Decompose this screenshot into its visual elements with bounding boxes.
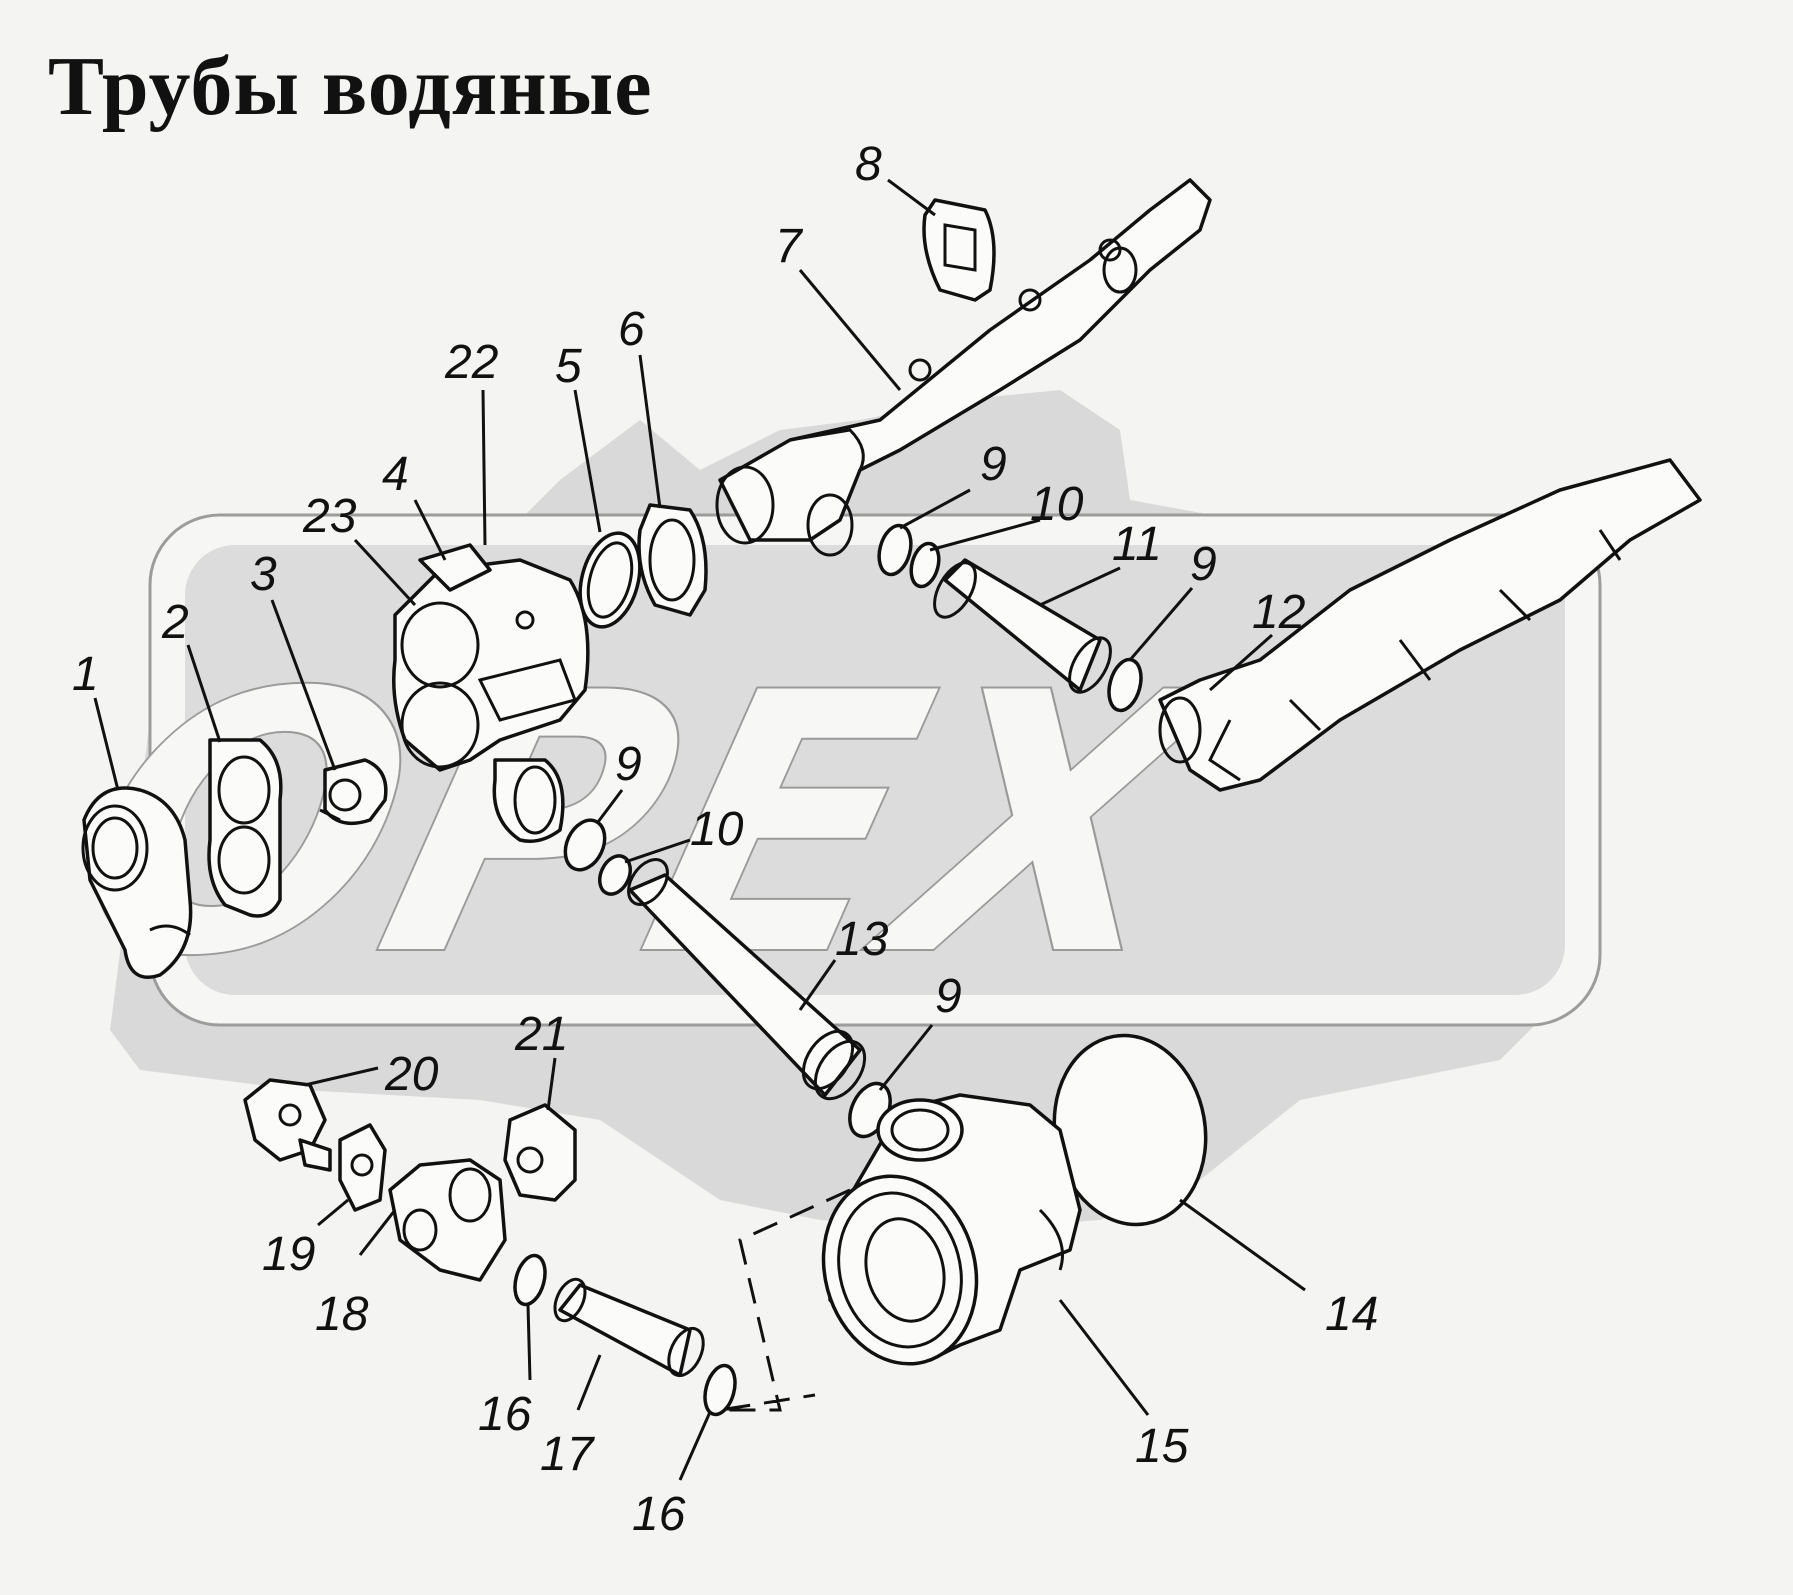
callout-20: 20 <box>384 1048 439 1101</box>
part-21-gasket <box>503 1103 577 1202</box>
part-12-water-manifold-right <box>1158 458 1702 792</box>
part-11-connecting-tube <box>933 558 1112 694</box>
callout-22: 22 <box>444 336 498 389</box>
callout-9a: 9 <box>980 438 1007 491</box>
callout-10a: 10 <box>1030 478 1084 531</box>
part-5-seal-ring <box>578 531 642 629</box>
callout-10b: 10 <box>690 803 744 856</box>
page-title: Трубы водяные <box>48 40 653 133</box>
callout-21: 21 <box>514 1008 568 1061</box>
callout-9b: 9 <box>1190 538 1217 591</box>
callout-14: 14 <box>1325 1288 1378 1341</box>
callout-13: 13 <box>835 913 889 966</box>
part-8-gasket <box>922 198 996 302</box>
callout-15: 15 <box>1135 1420 1189 1473</box>
callout-17: 17 <box>540 1428 596 1481</box>
callout-7: 7 <box>775 220 804 273</box>
callout-labels: 1 2 3 4 5 6 7 8 9 10 11 9 12 9 10 13 9 1… <box>72 138 1378 1541</box>
callout-9c: 9 <box>615 738 642 791</box>
callout-19: 19 <box>262 1228 315 1281</box>
part-9-o-ring-middle <box>563 818 607 872</box>
callout-11: 11 <box>1112 518 1162 571</box>
part-20-fitting <box>243 1078 332 1172</box>
callout-1: 1 <box>72 648 99 701</box>
callout-23: 23 <box>302 490 357 543</box>
part-13-long-tube <box>627 858 867 1101</box>
part-3-thermostat <box>319 758 388 826</box>
part-16-o-ring-left <box>513 1253 547 1307</box>
callout-5: 5 <box>555 340 582 393</box>
callout-12: 12 <box>1252 586 1305 639</box>
part-10-o-ring-upper <box>909 541 941 589</box>
part-23-thermostat-housing <box>392 543 590 843</box>
callout-3: 3 <box>250 548 277 601</box>
part-19-gasket <box>338 1123 387 1212</box>
part-18-outlet-pipe <box>388 1158 507 1282</box>
part-15-water-pump <box>821 1093 1082 1366</box>
callout-18: 18 <box>315 1288 369 1341</box>
callout-16b: 16 <box>632 1488 686 1541</box>
part-10-o-ring-middle <box>598 854 632 896</box>
callout-16a: 16 <box>478 1388 532 1441</box>
part-17-short-tube <box>553 1277 705 1378</box>
callout-9d: 9 <box>935 970 962 1023</box>
callout-2: 2 <box>161 596 189 649</box>
part-7-water-manifold <box>715 178 1212 557</box>
callout-6: 6 <box>618 303 645 356</box>
part-6-gasket <box>637 503 708 617</box>
part-16-o-ring-right <box>703 1363 737 1417</box>
dashed-grouping-bracket <box>719 1188 851 1412</box>
callout-8: 8 <box>855 138 882 191</box>
leader-lines <box>93 178 1306 1481</box>
part-2-gasket <box>207 738 283 918</box>
callout-4: 4 <box>382 448 409 501</box>
part-1-thermostat-cover <box>81 786 193 979</box>
